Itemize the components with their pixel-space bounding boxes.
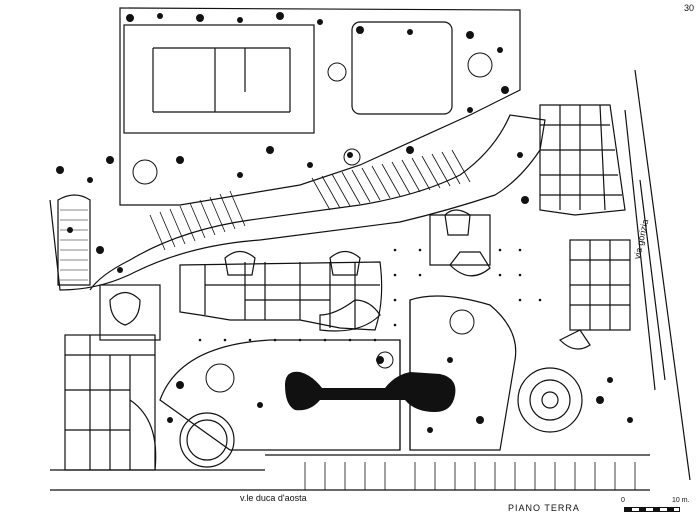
west-tower — [99, 284, 161, 341]
columns — [198, 248, 542, 342]
scale-label-end: 10 m. — [672, 497, 690, 504]
round-pavilion — [179, 412, 235, 468]
scale-bar — [624, 507, 680, 512]
plan-title: PIANO TERRA — [508, 503, 580, 513]
large-trees — [132, 52, 493, 393]
page-number: 30 — [683, 3, 694, 13]
tennis-court-lines — [152, 47, 291, 113]
central-round-1 — [224, 250, 256, 276]
round-pavilion-inner — [186, 419, 228, 461]
scale-label-start: 0 — [621, 497, 625, 504]
north-tower-fan — [449, 251, 491, 277]
central-fan — [319, 299, 381, 332]
pool-terrace — [351, 21, 453, 115]
trees — [56, 12, 633, 433]
main-road — [49, 114, 546, 291]
street-label-west: v.le duca d'aosta — [240, 493, 307, 503]
spiral-connector — [558, 329, 591, 350]
parking-edge — [265, 454, 650, 491]
central-block — [179, 261, 383, 331]
parking-stalls — [304, 462, 636, 490]
bone-pool — [285, 371, 456, 412]
spiral-tower-inner — [529, 379, 571, 421]
west-building-curve — [129, 399, 157, 471]
north-tower — [429, 214, 491, 266]
west-ramp — [57, 194, 91, 286]
spiral-tower — [517, 367, 583, 433]
tennis-court — [123, 24, 315, 134]
south-road — [50, 469, 265, 491]
west-tower-stairs — [109, 291, 141, 326]
east-diagonal — [624, 109, 666, 391]
east-road — [634, 69, 691, 481]
north-garden-boundary — [119, 7, 521, 206]
east-block-walls — [540, 104, 622, 211]
north-tower-round — [444, 209, 471, 236]
east-lower-walls — [570, 240, 630, 330]
east-block — [539, 104, 626, 216]
spiral-tower-core — [541, 391, 559, 409]
west-building-grid — [65, 335, 155, 470]
central-round-2 — [329, 250, 361, 276]
central-block-walls — [204, 262, 380, 330]
west-ramp-hatch — [60, 209, 88, 281]
east-garden — [409, 295, 517, 451]
north-ramp-hatch — [149, 149, 471, 251]
